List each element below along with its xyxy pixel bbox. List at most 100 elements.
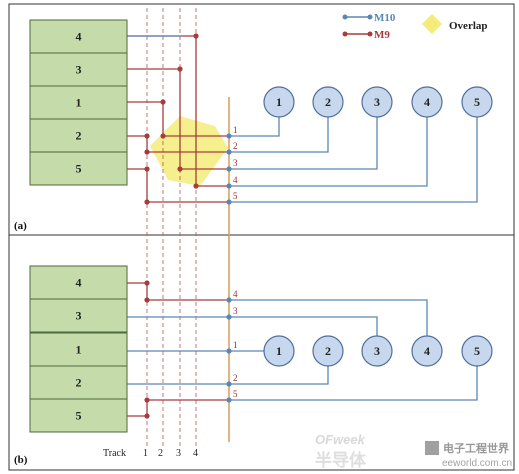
panel-a-block-label-3: 3 xyxy=(76,63,82,77)
panel-b-via-27 xyxy=(144,280,150,286)
panel-b-pin-dot-42 xyxy=(226,348,232,354)
blocks xyxy=(29,19,128,433)
overlap-region xyxy=(150,116,228,186)
panel-b-block-label-2: 2 xyxy=(76,376,82,390)
pins xyxy=(263,86,493,367)
panel-a-pin-label-4: 4 xyxy=(233,175,238,185)
panel-b-block-1 xyxy=(29,332,128,367)
panel-a-block-label-4: 4 xyxy=(76,30,82,44)
legend-m10-dot-right xyxy=(367,14,373,20)
panel-b-block-2 xyxy=(29,365,128,400)
watermark: OFweek 半导体 电子工程世界 eeworld.com.cn xyxy=(315,432,512,470)
panel-a-wire-4 xyxy=(127,68,229,170)
panel-a-pin-label-1: 1 xyxy=(233,125,238,135)
legend-m10-label: M10 xyxy=(374,12,396,24)
panel-a-pin-label-5: 5 xyxy=(233,191,238,201)
track-label-2: 2 xyxy=(158,448,163,459)
panel-b-block-label-3: 3 xyxy=(76,309,82,323)
panel-b-wire-39 xyxy=(229,366,478,401)
track-lines xyxy=(146,8,197,446)
panel-a-pin-dot-25 xyxy=(226,199,232,205)
panel-b-pin-dot-40 xyxy=(226,297,232,303)
panel-a-pin-dot-23 xyxy=(226,183,232,189)
panel-b-block-label-1: 1 xyxy=(76,343,82,357)
panel-a-via-9 xyxy=(160,133,166,139)
panel-b-block-4 xyxy=(29,265,128,300)
panel-b-pin-circle-5 xyxy=(461,335,493,367)
track-label-3: 3 xyxy=(176,448,181,459)
panel-a-pin-circle-label-5: 5 xyxy=(474,95,480,109)
track-label-1: 1 xyxy=(143,448,148,459)
legend-overlap-swatch xyxy=(422,14,442,34)
panel-b-pin-label-4: 4 xyxy=(233,289,238,299)
legend-overlap-label: Overlap xyxy=(449,20,488,32)
panel-b-block-label-4: 4 xyxy=(76,276,82,290)
watermark-chinese: 电子工程世界 xyxy=(443,441,509,455)
panel-a-block-2 xyxy=(29,118,128,153)
panel-b-via-34 xyxy=(144,397,150,403)
panel-b-block-5 xyxy=(29,398,128,433)
watermark-logo xyxy=(425,441,439,455)
panel-a-via-11 xyxy=(144,133,150,139)
track-title: Track xyxy=(103,448,126,459)
wires xyxy=(127,35,478,417)
overlap-region xyxy=(150,116,228,186)
watermark-ofweek: OFweek xyxy=(315,432,366,447)
panel-a-block-label-1: 1 xyxy=(76,96,82,110)
panel-a-block-label-5: 5 xyxy=(76,162,82,176)
panel-b-pin-label-5: 5 xyxy=(233,389,238,399)
panel-a-pin-dot-19 xyxy=(226,149,232,155)
panel-b-pin-circle-label-3: 3 xyxy=(374,344,380,358)
panel-a-pin-circle-label-3: 3 xyxy=(374,95,380,109)
panel-a-wire-22 xyxy=(229,117,428,187)
legend-m9-dot-left xyxy=(342,31,348,37)
legend-m9-label: M9 xyxy=(374,29,390,41)
panel-b-pin-circle-4 xyxy=(411,335,443,367)
panel-a-via-15 xyxy=(144,199,150,205)
panel-a-pin-circle-label-4: 4 xyxy=(424,95,430,109)
panel-b-pin-dot-41 xyxy=(226,314,232,320)
panel-a-wire-10 xyxy=(127,135,229,153)
panel-a-via-3 xyxy=(193,183,199,189)
panel-b-pin-label-2: 2 xyxy=(233,373,238,383)
panel-a-wire-16 xyxy=(229,117,280,137)
panel-a-via-12 xyxy=(144,149,150,155)
panel-b-label: (b) xyxy=(14,454,28,466)
panel-a-via-6 xyxy=(177,166,183,172)
panel-a-pin-dot-21 xyxy=(226,166,232,172)
panel-b-block-label-5: 5 xyxy=(76,409,82,423)
panel-b-pin-label-1: 1 xyxy=(233,340,238,350)
panel-b-wire-38 xyxy=(229,366,329,385)
panel-a-pin-circle-label-1: 1 xyxy=(276,95,282,109)
panel-a-pin-circle-5 xyxy=(461,86,493,118)
panel-b-wire-36 xyxy=(229,316,378,336)
panel-a-pin-circle-label-2: 2 xyxy=(325,95,331,109)
panel-b-wire-26 xyxy=(127,282,229,301)
panel-b-pin-circle-2 xyxy=(312,335,344,367)
panel-a-block-5 xyxy=(29,151,128,186)
panel-a-via-5 xyxy=(177,66,183,72)
panel-b-block-3 xyxy=(29,298,128,333)
panel-b-wire-35 xyxy=(229,299,428,336)
panel-a-pin-circle-2 xyxy=(312,86,344,118)
panel-a-wire-7 xyxy=(127,101,229,137)
panel-a-via-2 xyxy=(193,33,199,39)
panel-a-wire-18 xyxy=(229,117,329,153)
watermark-site: eeworld.com.cn xyxy=(442,458,512,469)
panel-b-pin-circle-1 xyxy=(263,335,295,367)
panel-a-pin-circle-4 xyxy=(411,86,443,118)
panel-b-pin-dot-44 xyxy=(226,397,232,403)
panel-a-via-14 xyxy=(144,166,150,172)
legend-m9-dot-right xyxy=(367,31,373,37)
panel-a-block-1 xyxy=(29,85,128,120)
panel-b-pin-circle-label-5: 5 xyxy=(474,344,480,358)
panel-a-via-8 xyxy=(160,99,166,105)
legend-m10-dot-left xyxy=(342,14,348,20)
legend: M10 M9 Overlap xyxy=(342,12,488,41)
panel-b-via-33 xyxy=(144,413,150,419)
figure-frame xyxy=(8,3,515,471)
panel-a-pin-label-2: 2 xyxy=(233,141,238,151)
panel-a-wire-24 xyxy=(229,117,478,203)
